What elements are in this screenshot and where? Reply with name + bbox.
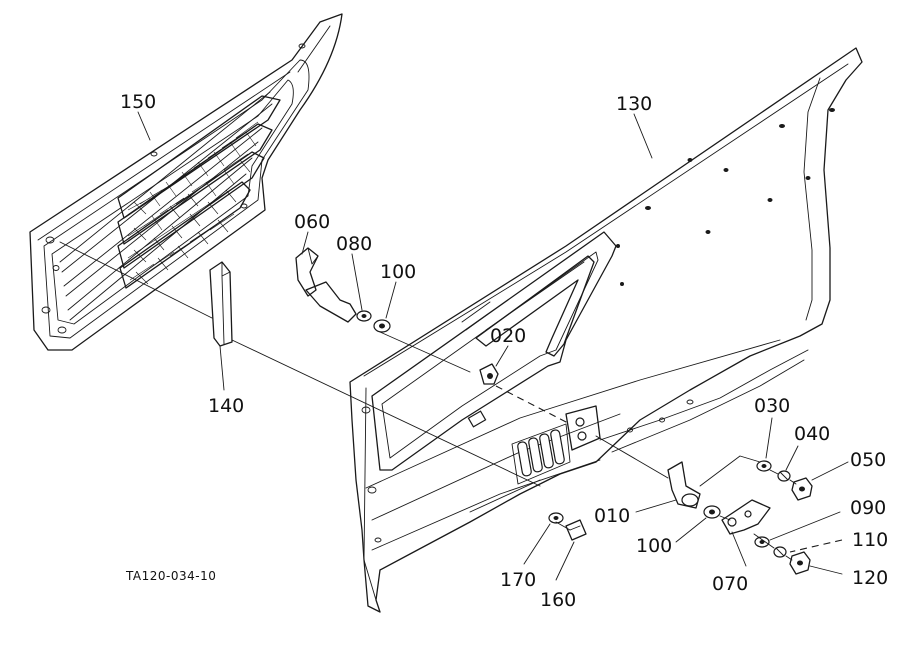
- label-010: 010: [594, 505, 630, 527]
- handle-060: [295, 247, 357, 323]
- label-050: 050: [850, 449, 886, 471]
- washer-170: [548, 512, 564, 524]
- label-100-lower: 100: [636, 535, 672, 557]
- label-100-upper: 100: [380, 261, 416, 283]
- rubber-block-140: [209, 261, 233, 347]
- vent-slots: [511, 423, 571, 485]
- lock-washer-110: [773, 546, 787, 558]
- label-130: 130: [616, 93, 652, 115]
- nut-120: [789, 551, 811, 575]
- label-080: 080: [336, 233, 372, 255]
- label-150: 150: [120, 91, 156, 113]
- label-040: 040: [794, 423, 830, 445]
- label-030: 030: [754, 395, 790, 417]
- leader-lines: [137, 111, 849, 581]
- washer-080: [356, 310, 372, 322]
- washer-100-lower: [703, 505, 721, 519]
- label-140: 140: [208, 395, 244, 417]
- washer-090: [754, 536, 770, 548]
- label-160: 160: [540, 589, 576, 611]
- label-070: 070: [712, 573, 748, 595]
- striker-010: [667, 461, 701, 509]
- side-cover-130: [349, 47, 863, 613]
- washer-100-upper: [373, 319, 391, 333]
- grille-panel-150: [29, 13, 343, 351]
- clip-nut-160: [565, 519, 587, 541]
- label-090: 090: [850, 497, 886, 519]
- assembly-lines: [59, 241, 797, 561]
- drawing-code: TA120-034-10: [125, 569, 216, 583]
- label-060: 060: [294, 211, 330, 233]
- latch-plate-070: [721, 499, 771, 535]
- label-110: 110: [852, 529, 888, 551]
- label-120: 120: [852, 567, 888, 589]
- lock-washer-040: [777, 470, 791, 482]
- nut-050: [791, 477, 813, 501]
- washer-030: [756, 460, 772, 472]
- label-020: 020: [490, 325, 526, 347]
- label-170: 170: [500, 569, 536, 591]
- screw-020: [479, 363, 499, 385]
